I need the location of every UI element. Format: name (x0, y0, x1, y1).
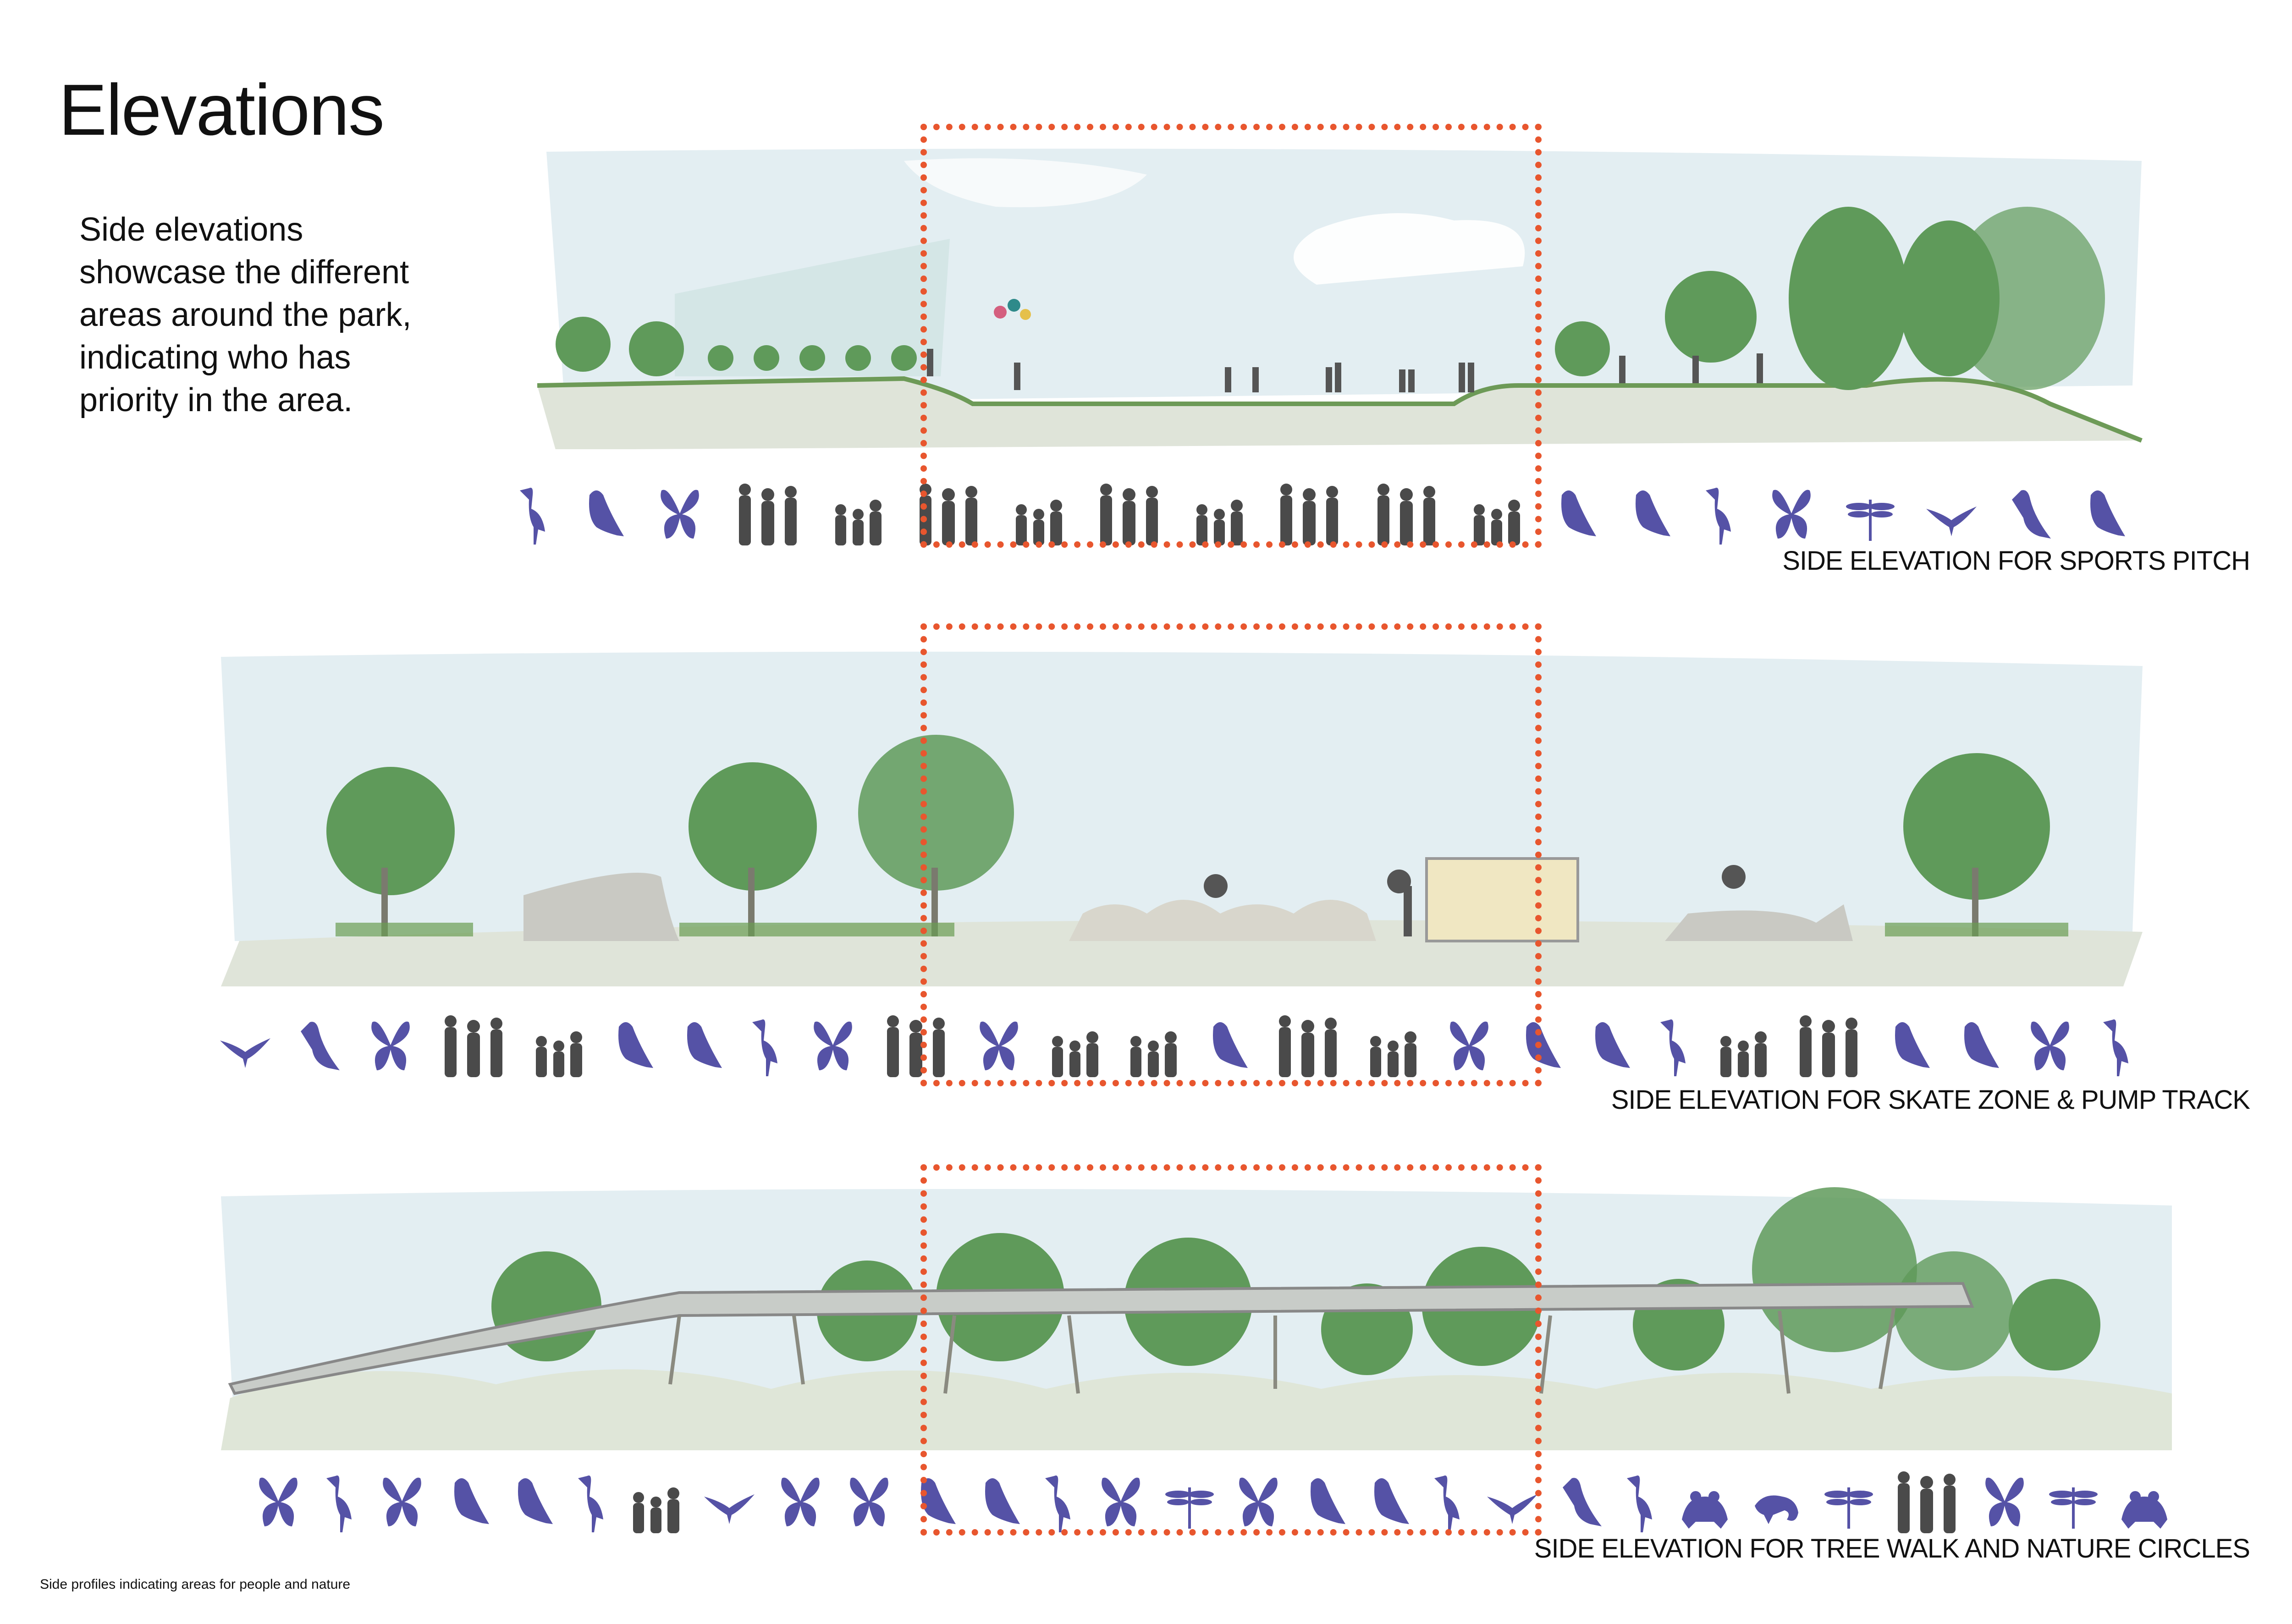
kids-icon (1196, 500, 1243, 545)
kids-icon (1015, 500, 1062, 545)
tree-walk-priority-icons (253, 1464, 2172, 1533)
dragonfly-icon (1165, 1487, 1214, 1529)
kids-icon (1130, 1031, 1177, 1077)
butterfly-icon (781, 1477, 820, 1526)
page-title: Elevations (59, 70, 385, 150)
heron-icon (1706, 488, 1731, 545)
adults-icon (738, 484, 797, 545)
adults-icon (887, 1015, 945, 1077)
butterfly-icon (1449, 1021, 1488, 1070)
adults-icon (1800, 1015, 1858, 1077)
intro-text: Side elevations showcase the different a… (79, 209, 411, 422)
footer-caption: Side profiles indicating areas for peopl… (40, 1577, 351, 1592)
butterfly-icon (661, 490, 699, 539)
crow-icon (1562, 1478, 1602, 1526)
dragonfly-icon (1824, 1487, 1873, 1529)
adults-icon (1280, 484, 1339, 545)
adults-icon (444, 1015, 502, 1077)
bird-icon (1523, 1022, 1561, 1068)
adults-icon (919, 484, 977, 545)
bird-icon (918, 1478, 956, 1524)
butterfly-icon (980, 1021, 1018, 1070)
butterfly-icon (1985, 1477, 2024, 1526)
dragonfly-icon (1846, 500, 1895, 541)
intro-line: Side elevations (79, 211, 303, 248)
chameleon-icon (1755, 1495, 1799, 1524)
butterfly-icon (382, 1477, 421, 1526)
frog-icon (2121, 1491, 2167, 1529)
kids-icon (1720, 1031, 1767, 1077)
bird-icon (1632, 490, 1671, 536)
dragonfly-icon (2049, 1487, 2098, 1529)
bird-icon (1307, 1478, 1345, 1524)
crow-icon (2011, 490, 2051, 539)
butterfly-icon (259, 1477, 298, 1526)
swallow-icon (220, 1038, 270, 1068)
bird-icon (2087, 490, 2125, 536)
kids-icon (1474, 500, 1521, 545)
sports-pitch-elevation-illustration (537, 147, 2157, 449)
butterfly-icon (2030, 1021, 2069, 1070)
skate-zone-priority-icons (218, 999, 2135, 1077)
heron-icon (752, 1019, 778, 1076)
bird-icon (1592, 1022, 1631, 1068)
skate-zone-label: SIDE ELEVATION FOR SKATE ZONE & PUMP TRA… (1611, 1085, 2250, 1115)
bird-icon (1209, 1022, 1248, 1068)
bird-icon (1371, 1478, 1410, 1524)
adults-icon (1377, 484, 1436, 545)
butterfly-icon (849, 1477, 888, 1526)
swallow-icon (1926, 506, 1977, 536)
butterfly-icon (371, 1021, 410, 1070)
heron-icon (1626, 1475, 1652, 1532)
sports-pitch-priority-icons (515, 468, 2127, 545)
butterfly-icon (1102, 1477, 1140, 1526)
sports-pitch-label: SIDE ELEVATION FOR SPORTS PITCH (1782, 546, 2250, 576)
bird-icon (1961, 1022, 1999, 1068)
heron-icon (1045, 1475, 1071, 1532)
kids-icon (633, 1487, 680, 1533)
skate-zone-elevation-illustration (221, 648, 2143, 986)
bird-icon (515, 1478, 553, 1524)
bird-icon (451, 1478, 489, 1524)
swallow-icon (1487, 1494, 1538, 1524)
heron-icon (578, 1475, 604, 1532)
bird-icon (684, 1022, 722, 1068)
frog-icon (1681, 1491, 1728, 1529)
heron-icon (1434, 1475, 1460, 1532)
butterfly-icon (1772, 490, 1811, 539)
heron-icon (326, 1475, 352, 1532)
intro-line: areas around the park, (79, 297, 412, 333)
tree-walk-label: SIDE ELEVATION FOR TREE WALK AND NATURE … (1534, 1534, 2250, 1563)
swallow-icon (704, 1494, 755, 1524)
intro-line: priority in the area. (79, 382, 353, 418)
butterfly-icon (1239, 1477, 1278, 1526)
heron-icon (1660, 1019, 1686, 1076)
bird-icon (1891, 1022, 1930, 1068)
kids-icon (1052, 1031, 1098, 1077)
heron-icon (520, 488, 545, 545)
intro-line: indicating who has (79, 339, 351, 376)
heron-icon (2103, 1019, 2128, 1076)
adults-icon (1100, 484, 1158, 545)
kids-icon (835, 500, 882, 545)
crow-icon (300, 1022, 340, 1070)
bird-icon (615, 1022, 653, 1068)
bird-icon (982, 1478, 1020, 1524)
adults-icon (1898, 1471, 1956, 1533)
kids-icon (535, 1031, 582, 1077)
adults-icon (1278, 1015, 1337, 1077)
tree-walk-elevation-illustration (221, 1178, 2172, 1450)
kids-icon (1370, 1031, 1416, 1077)
butterfly-icon (814, 1021, 853, 1070)
bird-icon (585, 490, 624, 536)
intro-line: showcase the different (79, 254, 409, 291)
bird-icon (1558, 490, 1597, 536)
